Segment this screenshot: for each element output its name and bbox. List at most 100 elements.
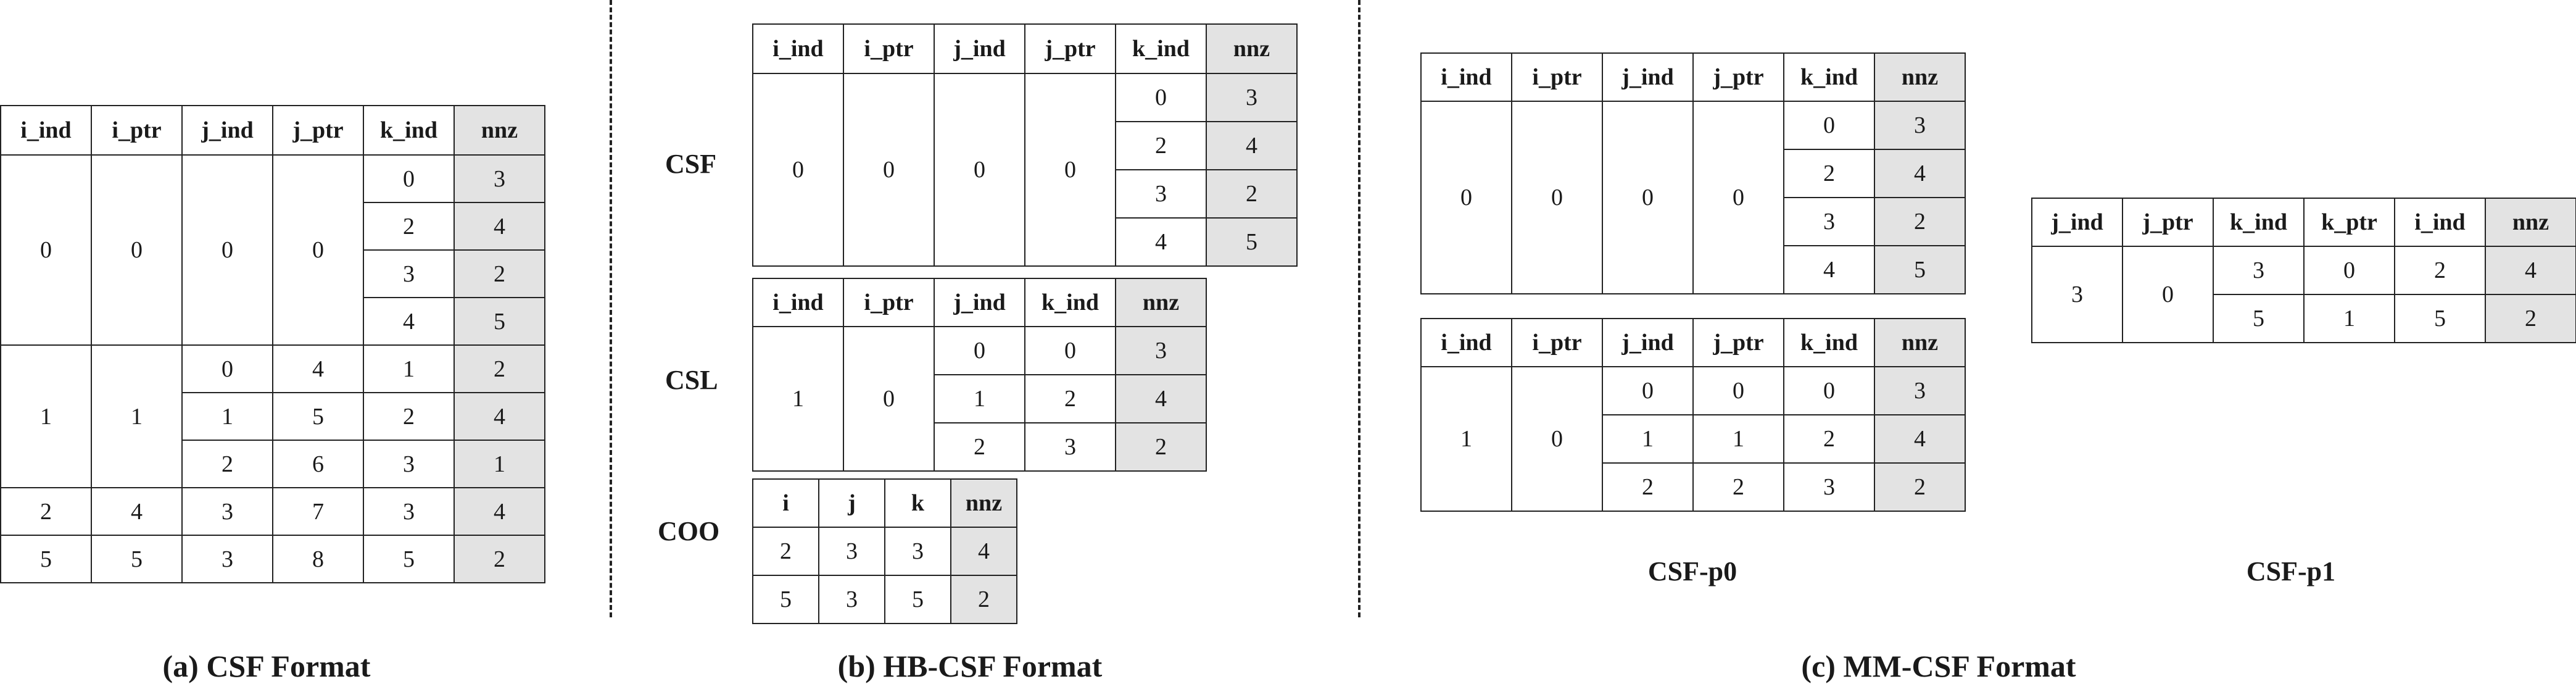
cell-nnz: 4: [453, 202, 545, 251]
header-j-ind: j_ind: [2031, 198, 2123, 247]
cell-k-ind: 3: [1024, 422, 1116, 472]
cell-nnz: 2: [453, 344, 545, 393]
cell-j-ptr: 7: [272, 487, 364, 536]
header-i-ind: i_ind: [0, 105, 92, 156]
cell-j-ind: 0: [934, 326, 1025, 375]
cell-k-ind: 2: [1115, 121, 1207, 170]
cell-j-ptr: 0: [1692, 101, 1784, 294]
header-i-ptr: i_ptr: [843, 278, 935, 327]
header-j-ind: j_ind: [1602, 318, 1694, 367]
cell-nnz: 2: [1115, 422, 1207, 472]
cell-j-ind: 1: [1602, 414, 1694, 464]
header-i-ind: i_ind: [752, 278, 844, 327]
cell-j-ptr: 4: [272, 344, 364, 393]
cell-j-ptr: 5: [272, 392, 364, 441]
cell-i-ind: 5: [2394, 294, 2486, 343]
header-j-ind: j_ind: [934, 23, 1025, 74]
header-j-ptr: j_ptr: [1024, 23, 1116, 74]
caption-hb-csf-format: (b) HB-CSF Format: [837, 649, 1103, 683]
cell-k-ind: 3: [1115, 169, 1207, 219]
cell-i: 5: [752, 575, 819, 624]
header-nnz: nnz: [453, 105, 545, 156]
cell-i-ptr: 0: [1511, 101, 1603, 294]
cell-nnz: 2: [453, 249, 545, 298]
cell-k-ind: 5: [363, 535, 455, 583]
cell-k-ind: 0: [1783, 101, 1875, 150]
cell-i-ptr: 5: [91, 535, 183, 583]
header-i-ind: i_ind: [2394, 198, 2486, 247]
cell-nnz: 5: [453, 297, 545, 346]
cell-j-ind: 3: [181, 487, 273, 536]
cell-i-ptr: 0: [91, 154, 183, 346]
cell-nnz: 2: [950, 575, 1017, 624]
header-j-ind: j_ind: [934, 278, 1025, 327]
header-i-ptr: i_ptr: [843, 23, 935, 74]
cell-k-ind: 0: [363, 154, 455, 203]
cell-j-ptr: 6: [272, 440, 364, 488]
cell-j-ind: 3: [2031, 246, 2123, 343]
cell-i-ind: 5: [0, 535, 92, 583]
cell-j-ptr: 8: [272, 535, 364, 583]
cell-nnz: 2: [1206, 169, 1298, 219]
label-coo: COO: [658, 516, 720, 546]
divider-left: [610, 0, 612, 617]
cell-j-ind: 0: [181, 154, 273, 346]
cell-k: 5: [884, 575, 951, 624]
mm-csf-p0-top-table: i_ind i_ptr j_ind j_ptr k_ind nnz 0 0 0 …: [1420, 52, 1966, 294]
header-j-ptr: j_ptr: [1692, 52, 1784, 102]
cell-j-ptr: 0: [272, 154, 364, 346]
cell-j-ptr: 2: [1692, 462, 1784, 512]
cell-nnz: 3: [1874, 101, 1966, 150]
cell-j-ptr: 0: [1024, 73, 1116, 267]
cell-k-ind: 2: [1024, 374, 1116, 423]
cell-nnz: 2: [2485, 294, 2576, 343]
cell-nnz: 4: [1206, 121, 1298, 170]
header-j-ind: j_ind: [1602, 52, 1694, 102]
cell-nnz: 4: [1874, 149, 1966, 198]
cell-j-ptr: 0: [2122, 246, 2214, 343]
label-csl: CSL: [665, 365, 718, 395]
cell-nnz: 2: [1874, 462, 1966, 512]
cell-nnz: 5: [1206, 217, 1298, 267]
cell-i-ptr: 0: [843, 73, 935, 267]
cell-j-ind: 1: [181, 392, 273, 441]
cell-nnz: 2: [453, 535, 545, 583]
header-k-ptr: k_ptr: [2303, 198, 2395, 247]
cell-k-ptr: 1: [2303, 294, 2395, 343]
cell-i-ind: 0: [0, 154, 92, 346]
cell-k-ind: 0: [1115, 73, 1207, 122]
divider-right: [1358, 0, 1360, 617]
cell-j-ind: 2: [934, 422, 1025, 472]
header-nnz: nnz: [2485, 198, 2576, 247]
label-csf-p0: CSF-p0: [1647, 556, 1737, 586]
header-nnz: nnz: [1874, 318, 1966, 367]
hb-coo-table: i j k nnz 2 3 3 4 5 3 5 2: [752, 478, 1017, 624]
cell-k-ptr: 0: [2303, 246, 2395, 295]
cell-j-ind: 0: [1602, 101, 1694, 294]
cell-i: 2: [752, 527, 819, 576]
cell-nnz: 5: [1874, 245, 1966, 294]
cell-k-ind: 2: [1783, 149, 1875, 198]
header-i-ptr: i_ptr: [91, 105, 183, 156]
cell-j-ind: 0: [181, 344, 273, 393]
cell-i-ptr: 0: [843, 326, 935, 472]
mm-csf-p0-bottom-table: i_ind i_ptr j_ind j_ptr k_ind nnz 1 0 0 …: [1420, 318, 1966, 512]
cell-k-ind: 4: [1115, 217, 1207, 267]
cell-j-ind: 2: [1602, 462, 1694, 512]
header-k-ind: k_ind: [1024, 278, 1116, 327]
cell-i-ind: 0: [752, 73, 844, 267]
label-csf: CSF: [665, 149, 717, 179]
header-i-ind: i_ind: [1420, 52, 1512, 102]
cell-k-ind: 2: [363, 202, 455, 251]
cell-i-ind: 1: [0, 344, 92, 488]
header-nnz: nnz: [1115, 278, 1207, 327]
cell-k-ind: 2: [1783, 414, 1875, 464]
cell-k-ind: 3: [363, 487, 455, 536]
header-k-ind: k_ind: [1783, 52, 1875, 102]
cell-i-ind: 1: [752, 326, 844, 472]
cell-k-ind: 3: [363, 249, 455, 298]
cell-k-ind: 1: [363, 344, 455, 393]
cell-i-ptr: 0: [1511, 366, 1603, 512]
caption-csf-format: (a) CSF Format: [162, 649, 371, 683]
cell-nnz: 4: [950, 527, 1017, 576]
